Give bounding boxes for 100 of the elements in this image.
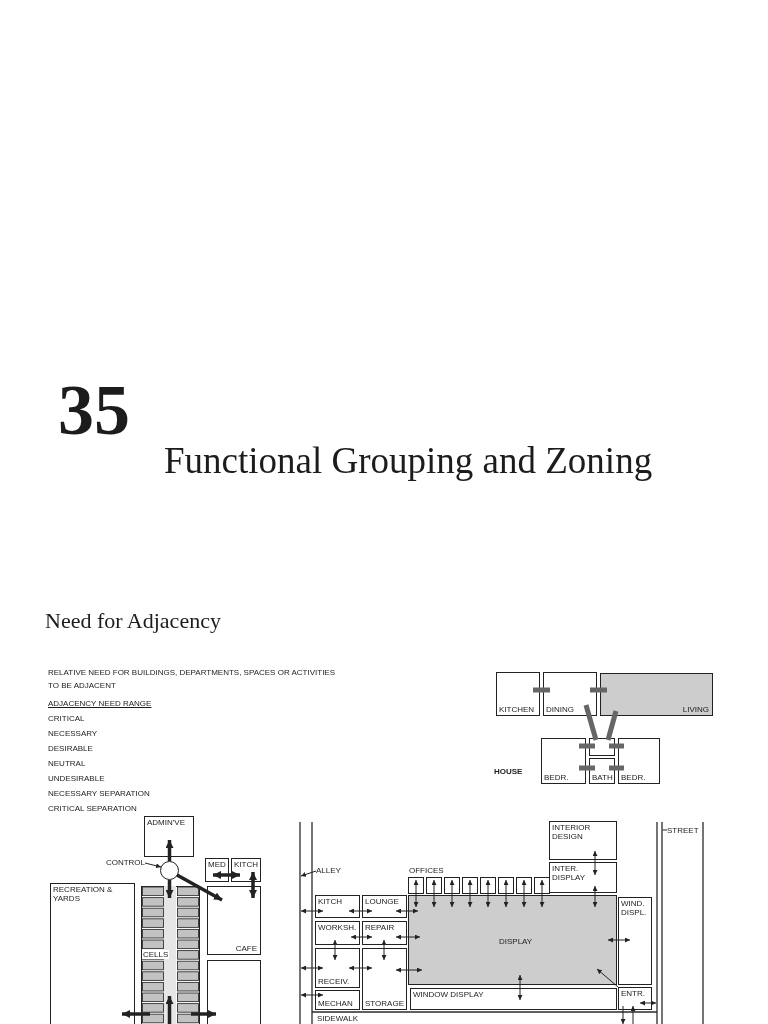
control-circle [160,861,179,880]
room-label: CAFE [235,944,257,953]
section-heading: Need for Adjacency [45,608,221,634]
room-label: STORAGE [365,999,404,1008]
room-label: REPAIR [365,923,395,932]
double-arrow [431,879,437,908]
room-label: ADMIN'VE [147,818,185,827]
double-arrow [395,967,423,973]
room-label: RECREATION & YARDS [53,885,114,903]
double-arrow [395,934,421,940]
room-box [315,948,360,988]
room-label: BATH [592,773,613,782]
arrow [630,1005,636,1024]
room-box [618,897,652,985]
leader-line [300,870,317,877]
room-box [549,862,617,893]
double-arrow [485,879,491,908]
double-arrow [395,908,419,914]
room-box [207,960,261,1024]
room-box [315,921,360,945]
connector-band [583,704,599,741]
room-box [362,921,407,945]
double-arrow [592,885,598,908]
callout-label: STREET [667,826,700,835]
room-label: ENTR. [621,989,645,998]
callout-label: CONTROL [104,858,145,867]
room-box [315,990,360,1010]
room-box [362,895,407,918]
room-box [362,948,407,1010]
room-label: BEDR. [544,773,569,782]
double-arrow [381,939,387,961]
leader-line [662,829,668,831]
list-item: DESIRABLE [48,743,93,755]
double-arrow [300,965,324,971]
double-arrow [503,879,509,908]
description-text: RELATIVE NEED FOR BUILDINGS, DEPARTMENTS, SPACES OR ACTIVITIES TO BE ADJACENT [48,667,337,692]
room-box [408,895,617,985]
double-arrow [350,934,373,940]
cell-block [141,886,200,1024]
double-arrow [592,850,598,876]
connector-band [609,743,624,749]
room-box [496,672,540,716]
room-box [600,673,713,716]
double-arrow [639,1000,657,1006]
room-label: KITCH [318,897,342,906]
room-label: DINING [546,705,574,714]
double-arrow [348,965,373,971]
room-label: RECEIV. [318,977,350,986]
arrow [620,1005,626,1024]
connector-band [590,687,607,693]
chapter-title: Functional Grouping and Zoning [164,440,653,482]
double-arrow [348,908,373,914]
room-label: DISPLAY [499,937,533,946]
connector-band [579,743,595,749]
connector-band [605,710,619,741]
double-arrow [300,992,324,998]
room-label: KITCHEN [499,705,535,714]
double-arrow [249,872,257,898]
list-item: CRITICAL SEPARATION [48,803,137,815]
double-arrow [607,937,631,943]
room-label: WINDOW DISPLAY [413,990,484,999]
double-arrow [517,974,523,1001]
arrow [596,968,619,988]
room-box [50,883,135,1024]
room-label: WORKSH. [318,923,357,932]
double-arrow [413,879,419,908]
room-label: LIVING [682,705,709,714]
room-label: INTERIOR DESIGN [552,823,592,841]
room-label: KITCH [234,860,258,869]
arrow [165,996,174,1024]
room-box [315,895,360,918]
room-box [618,738,660,784]
double-arrow [539,879,545,908]
double-arrow [213,871,240,879]
plan-label: OFFICES [409,866,444,875]
list-item: NECESSARY [48,728,98,740]
room-label: BEDR. [621,773,646,782]
arrow [176,873,223,902]
double-arrow [300,908,324,914]
room-label: MED [208,860,226,869]
list-item: UNDESIRABLE [48,773,105,785]
double-arrow [332,939,338,961]
room-box [144,816,194,857]
room-box [543,672,597,716]
connector-band [579,765,595,771]
list-item: CRITICAL [48,713,85,725]
room-label: CELLS [142,950,170,959]
leader-line [144,862,162,869]
plan-label: HOUSE [494,767,523,776]
double-arrow [521,879,527,908]
room-box [410,988,617,1010]
arrow [165,840,174,861]
room-label: WIND. DISPL. [621,899,648,917]
room-box [549,821,617,860]
arrow [122,1010,150,1018]
list-item: NEUTRAL [48,758,86,770]
room-label: MECHAN [318,999,353,1008]
room-label: INTER. DISPLAY [552,864,587,882]
callout-label: ALLEY [316,866,343,875]
connector-band [533,687,550,693]
